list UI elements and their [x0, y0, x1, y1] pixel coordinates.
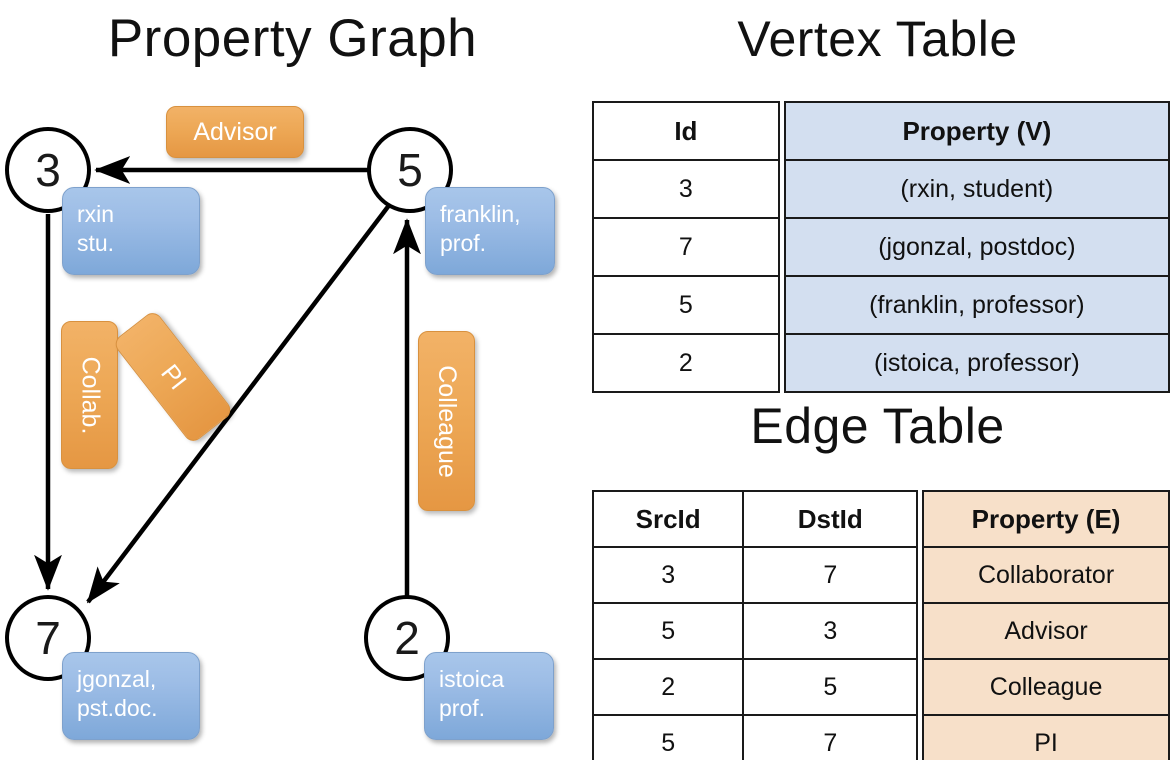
vertex-property-rxin-line1: rxin	[77, 201, 115, 227]
edge-table: SrcId DstId Property (E) 3 7 Collaborato…	[591, 490, 1170, 760]
edge-label-colleague[interactable]: Colleague	[418, 331, 475, 511]
edge-table-cell-srcid: 5	[591, 714, 745, 760]
edge-table-cell-property: Colleague	[922, 658, 1170, 716]
vertex-table: Id Property (V) 3 (rxin, student) 7 (jgo…	[592, 101, 1170, 393]
edge-table-cell-dstid: 3	[742, 602, 919, 660]
vertex-table-cell-property: (franklin, professor)	[783, 275, 1170, 335]
edge-label-colleague-text: Colleague	[433, 364, 461, 478]
edge-table-cell-srcid: 5	[591, 602, 745, 660]
edge-label-pi-text: PI	[155, 358, 192, 395]
table-row[interactable]: 5 7 PI	[591, 714, 1170, 760]
edge-table-cell-srcid: 2	[591, 658, 745, 716]
graph-vertex-5[interactable]: 5	[367, 127, 453, 213]
page-title-edge-table: Edge Table	[750, 398, 1005, 454]
page-title-property-graph: Property Graph	[107, 9, 478, 68]
edge-table-cell-dstid: 5	[742, 658, 919, 716]
graph-vertex-2[interactable]: 2	[364, 595, 450, 681]
table-column-gap	[917, 715, 924, 760]
vertex-3-label: 3	[35, 144, 61, 196]
table-row[interactable]: 3 (rxin, student)	[592, 159, 1170, 219]
edge-table-header-row: SrcId DstId Property (E)	[591, 490, 1170, 548]
table-column-gap	[917, 491, 924, 547]
vertex-property-box-franklin[interactable]: franklin, prof.	[425, 187, 555, 275]
edge-table-header-dstid: DstId	[742, 490, 919, 548]
table-row[interactable]: 2 (istoica, professor)	[592, 333, 1170, 393]
table-column-gap	[778, 218, 785, 276]
table-column-gap	[917, 659, 924, 715]
vertex-property-box-jgonzal[interactable]: jgonzal, pst.doc.	[62, 652, 200, 740]
property-graph-diagram: 3 5 7 2 rxin stu. franklin, prof. jgonza…	[5, 106, 555, 740]
vertex-property-jgonzal-line1: jgonzal,	[77, 666, 157, 692]
vertex-property-jgonzal-line2: pst.doc.	[77, 695, 158, 721]
vertex-property-box-rxin[interactable]: rxin stu.	[62, 187, 200, 275]
vertex-property-istoica-line1: istoica	[439, 666, 505, 692]
vertex-table-header-id: Id	[592, 101, 780, 161]
vertex-table-cell-property: (istoica, professor)	[783, 333, 1170, 393]
table-row[interactable]: 7 (jgonzal, postdoc)	[592, 217, 1170, 277]
edge-label-advisor[interactable]: Advisor	[166, 106, 304, 158]
table-row[interactable]: 2 5 Colleague	[591, 658, 1170, 716]
edge-table-cell-property: Collaborator	[922, 546, 1170, 604]
vertex-5-label: 5	[397, 144, 423, 196]
table-row[interactable]: 5 (franklin, professor)	[592, 275, 1170, 335]
edge-label-collab-text: Collab.	[76, 356, 105, 434]
edge-label-advisor-text: Advisor	[193, 117, 277, 146]
vertex-table-cell-id: 7	[592, 217, 780, 277]
edge-line-pi	[86, 202, 392, 604]
table-column-gap	[778, 102, 785, 160]
vertex-2-label: 2	[394, 612, 420, 664]
edge-label-collab[interactable]: Collab.	[61, 321, 118, 469]
edge-table-cell-property: Advisor	[922, 602, 1170, 660]
table-row[interactable]: 3 7 Collaborator	[591, 546, 1170, 604]
table-column-gap	[778, 160, 785, 218]
vertex-table-cell-id: 3	[592, 159, 780, 219]
edge-table-cell-dstid: 7	[742, 546, 919, 604]
edge-table-header-srcid: SrcId	[591, 490, 745, 548]
vertex-table-cell-id: 2	[592, 333, 780, 393]
vertex-7-label: 7	[35, 612, 61, 664]
table-column-gap	[778, 334, 785, 392]
edge-table-cell-srcid: 3	[591, 546, 745, 604]
vertex-property-franklin-line1: franklin,	[440, 201, 521, 227]
edge-table-cell-property: PI	[922, 714, 1170, 760]
vertex-property-istoica-line2: prof.	[439, 695, 486, 721]
edge-table-header-property: Property (E)	[922, 490, 1170, 548]
table-column-gap	[917, 603, 924, 659]
vertex-table-header-row: Id Property (V)	[592, 101, 1170, 161]
page-title-vertex-table: Vertex Table	[737, 11, 1018, 67]
vertex-property-rxin-line2: stu.	[77, 230, 115, 256]
table-column-gap	[917, 547, 924, 603]
vertex-table-cell-id: 5	[592, 275, 780, 335]
graph-edge-lines	[34, 156, 421, 604]
table-column-gap	[778, 276, 785, 334]
vertex-table-header-property: Property (V)	[783, 101, 1170, 161]
vertex-table-cell-property: (rxin, student)	[783, 159, 1170, 219]
table-row[interactable]: 5 3 Advisor	[591, 602, 1170, 660]
edge-table-cell-dstid: 7	[742, 714, 919, 760]
vertex-table-cell-property: (jgonzal, postdoc)	[783, 217, 1170, 277]
vertex-property-franklin-line2: prof.	[440, 230, 487, 256]
vertex-property-box-istoica[interactable]: istoica prof.	[424, 652, 554, 740]
